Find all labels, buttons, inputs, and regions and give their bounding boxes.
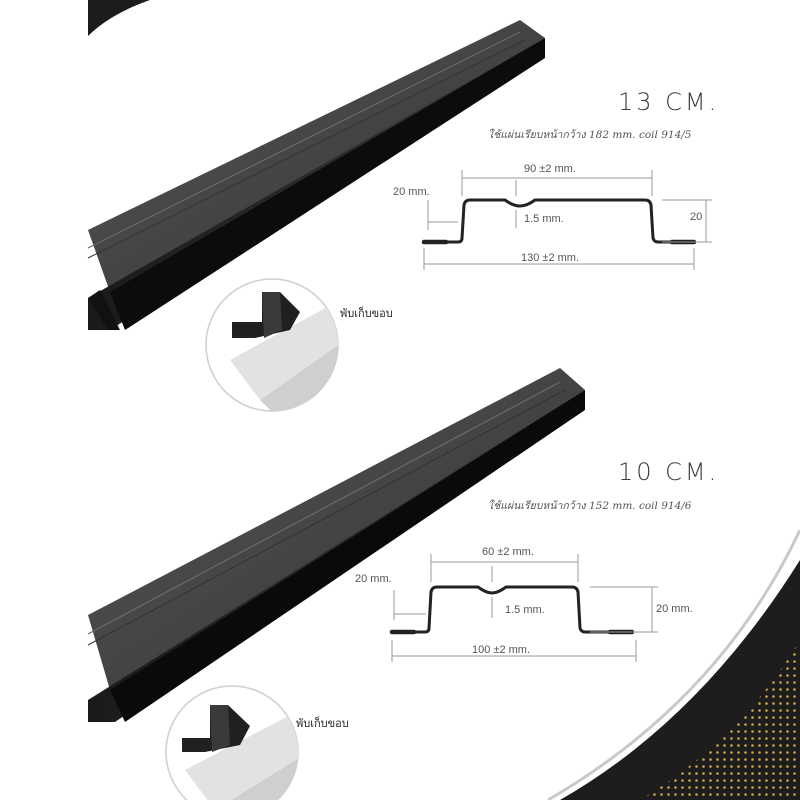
dimension-lines-10cm <box>391 554 658 662</box>
dim-flange-13cm: 20 mm. <box>393 186 430 198</box>
profile-rib-line <box>87 39 526 259</box>
dimension-lines-13cm <box>423 170 712 270</box>
profile-top-face <box>88 368 585 690</box>
profile-top-face <box>88 20 545 292</box>
profile-rib-line <box>87 381 561 635</box>
dim-thickness-10cm: 1.5 mm. <box>505 604 545 616</box>
profile-end <box>88 290 120 330</box>
dim-height-13cm: 20 <box>690 211 703 223</box>
dim-total-width-10cm: 100 ±2 mm. <box>472 644 531 656</box>
size-title-10cm: 10 CM. <box>618 458 720 486</box>
dim-thickness-13cm: 1.5 mm. <box>524 213 564 225</box>
spec-note-13cm: ใช้แผ่นเรียบหน้ากว้าง 182 mm. coil 914/5 <box>488 129 692 141</box>
fold-detail-circle-13cm <box>205 278 339 412</box>
fold-label-13cm: พับเก็บขอบ <box>340 307 393 320</box>
corner-band-top <box>88 0 150 36</box>
steel-profile-13cm <box>87 20 545 330</box>
corner-curve-line <box>547 529 800 800</box>
profile-shadow <box>110 390 585 722</box>
dim-total-width-13cm: 130 ±2 mm. <box>521 252 580 264</box>
fold-detail-circle-10cm <box>165 685 299 800</box>
dim-top-width-10cm: 60 ±2 mm. <box>482 546 534 558</box>
fold-label-10cm: พับเก็บขอบ <box>296 717 349 730</box>
dim-top-width-13cm: 90 ±2 mm. <box>524 163 576 175</box>
profile-rib-line <box>87 389 566 646</box>
dim-height-10cm: 20 mm. <box>656 603 693 615</box>
size-title-13cm: 13 CM. <box>618 88 720 116</box>
dot-pattern <box>640 640 800 800</box>
profile-shadow <box>110 38 545 330</box>
dim-flange-10cm: 20 mm. <box>355 573 392 585</box>
profile-rib-line <box>87 31 521 249</box>
spec-note-10cm: ใช้แผ่นเรียบหน้ากว้าง 152 mm. coil 914/6 <box>488 500 692 512</box>
steel-profile-10cm <box>87 368 585 722</box>
